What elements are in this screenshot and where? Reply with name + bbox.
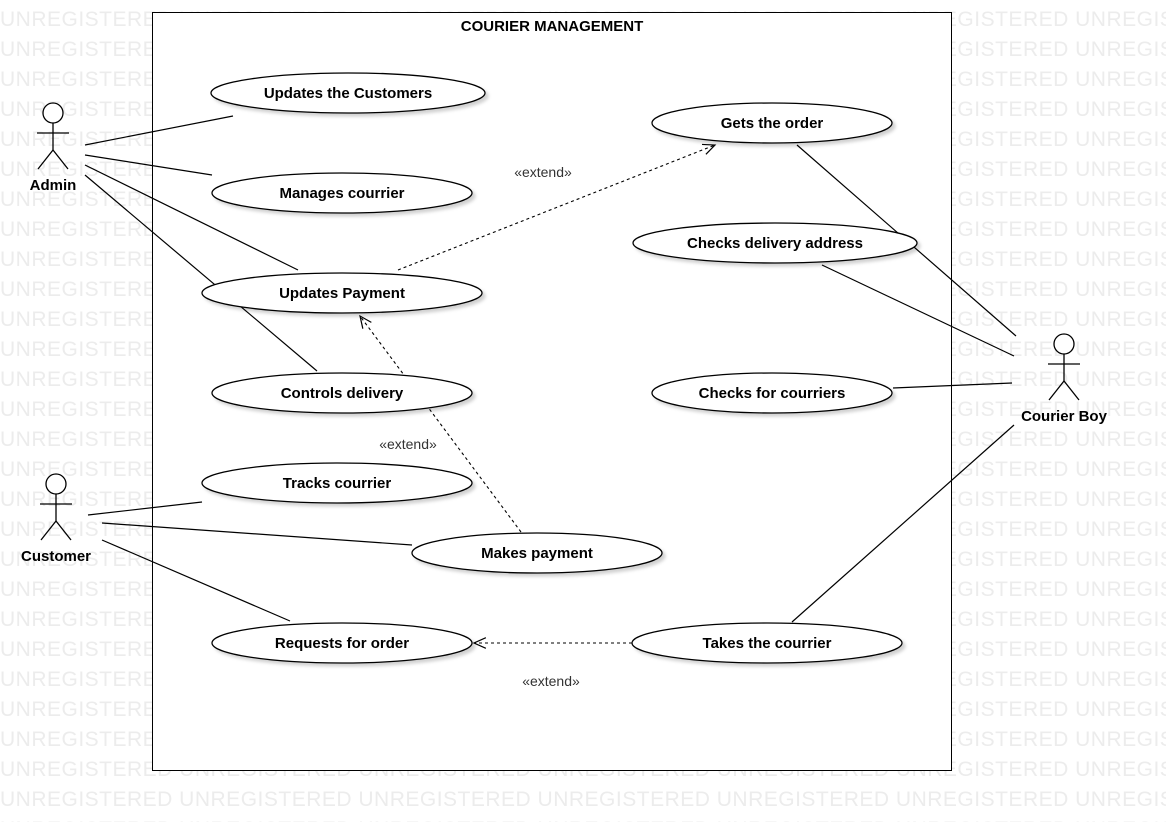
system-title: COURIER MANAGEMENT (460, 18, 644, 35)
extend-arrowhead-icon (472, 637, 487, 649)
use-case-updates-customers[interactable]: Updates the Customers (210, 72, 486, 114)
watermark-text: UNREGISTERED UNREGISTERED UNREGISTERED U… (0, 788, 1166, 811)
actor-courier-boy[interactable]: Courier Boy (1021, 333, 1108, 425)
use-case-controls-delivery[interactable]: Controls delivery (211, 372, 473, 414)
use-case-ellipse[interactable] (211, 622, 473, 664)
use-case-label: Requests for order (275, 635, 409, 652)
stick-figure-icon[interactable] (40, 473, 72, 541)
use-case-label: Manages courrier (279, 185, 404, 202)
use-case-label: Takes the courrier (703, 635, 832, 652)
use-case-label: Updates the Customers (264, 85, 432, 102)
use-case-updates-payment[interactable]: Updates Payment (201, 272, 483, 314)
use-case-label: Checks for courriers (699, 385, 846, 402)
use-case-gets-order[interactable]: Gets the order (651, 102, 893, 144)
actor-label: Admin (30, 177, 77, 194)
association-courier-boy-takes-courrier (791, 424, 1015, 623)
extend-updates-payment-gets-order: «extend» (397, 143, 717, 271)
actor-admin[interactable]: Admin (30, 102, 77, 194)
use-case-ellipse[interactable] (210, 72, 486, 114)
use-case-label: Checks delivery address (687, 235, 863, 252)
association-courier-boy-checks-address (821, 264, 1015, 357)
use-case-label: Gets the order (721, 115, 824, 132)
association-customer-makes-payment (101, 522, 413, 546)
watermark-text: UNREGISTERED UNREGISTERED UNREGISTERED U… (0, 818, 1166, 822)
use-case-ellipse[interactable] (411, 532, 663, 574)
use-case-manages-courrier[interactable]: Manages courrier (211, 172, 473, 214)
use-case-checks-courriers[interactable]: Checks for courriers (651, 372, 893, 414)
extend-makes-payment-updates-payment: «extend» (359, 314, 522, 533)
use-case-ellipse[interactable] (651, 372, 893, 414)
actor-label: Courier Boy (1021, 408, 1108, 425)
use-case-ellipse[interactable] (632, 222, 918, 264)
extend-label: «extend» (379, 436, 437, 452)
stick-figure-icon[interactable] (37, 102, 69, 170)
stick-figure-icon[interactable] (1048, 333, 1080, 401)
use-case-ellipse[interactable] (201, 272, 483, 314)
association-courier-boy-checks-courriers (892, 382, 1013, 389)
association-customer-requests-order (101, 539, 291, 622)
extend-arrowhead-icon (359, 314, 372, 329)
association-admin-updates-customers (84, 115, 234, 146)
use-case-ellipse[interactable] (211, 372, 473, 414)
use-case-ellipse[interactable] (211, 172, 473, 214)
use-case-takes-courrier[interactable]: Takes the courrier (631, 622, 903, 664)
extend-label: «extend» (514, 164, 572, 180)
actor-customer[interactable]: Customer (21, 473, 91, 565)
association-admin-manages-courrier (84, 154, 213, 176)
association-admin-controls-delivery (84, 174, 318, 372)
extend-takes-courrier-requests-order: «extend» (472, 637, 632, 689)
use-case-ellipse[interactable] (201, 462, 473, 504)
use-case-checks-address[interactable]: Checks delivery address (632, 222, 918, 264)
use-case-tracks-courrier[interactable]: Tracks courrier (201, 462, 473, 504)
use-case-ellipse[interactable] (631, 622, 903, 664)
extend-label: «extend» (522, 673, 580, 689)
use-case-requests-order[interactable]: Requests for order (211, 622, 473, 664)
use-case-label: Updates Payment (279, 285, 405, 302)
use-case-label: Controls delivery (281, 385, 404, 402)
use-case-label: Tracks courrier (283, 475, 392, 492)
use-case-label: Makes payment (481, 545, 593, 562)
use-case-ellipse[interactable] (651, 102, 893, 144)
actor-label: Customer (21, 548, 91, 565)
association-customer-tracks-courrier (87, 501, 203, 516)
association-admin-updates-payment (84, 164, 299, 271)
use-case-makes-payment[interactable]: Makes payment (411, 532, 663, 574)
extend-arrowhead-icon (701, 143, 717, 155)
